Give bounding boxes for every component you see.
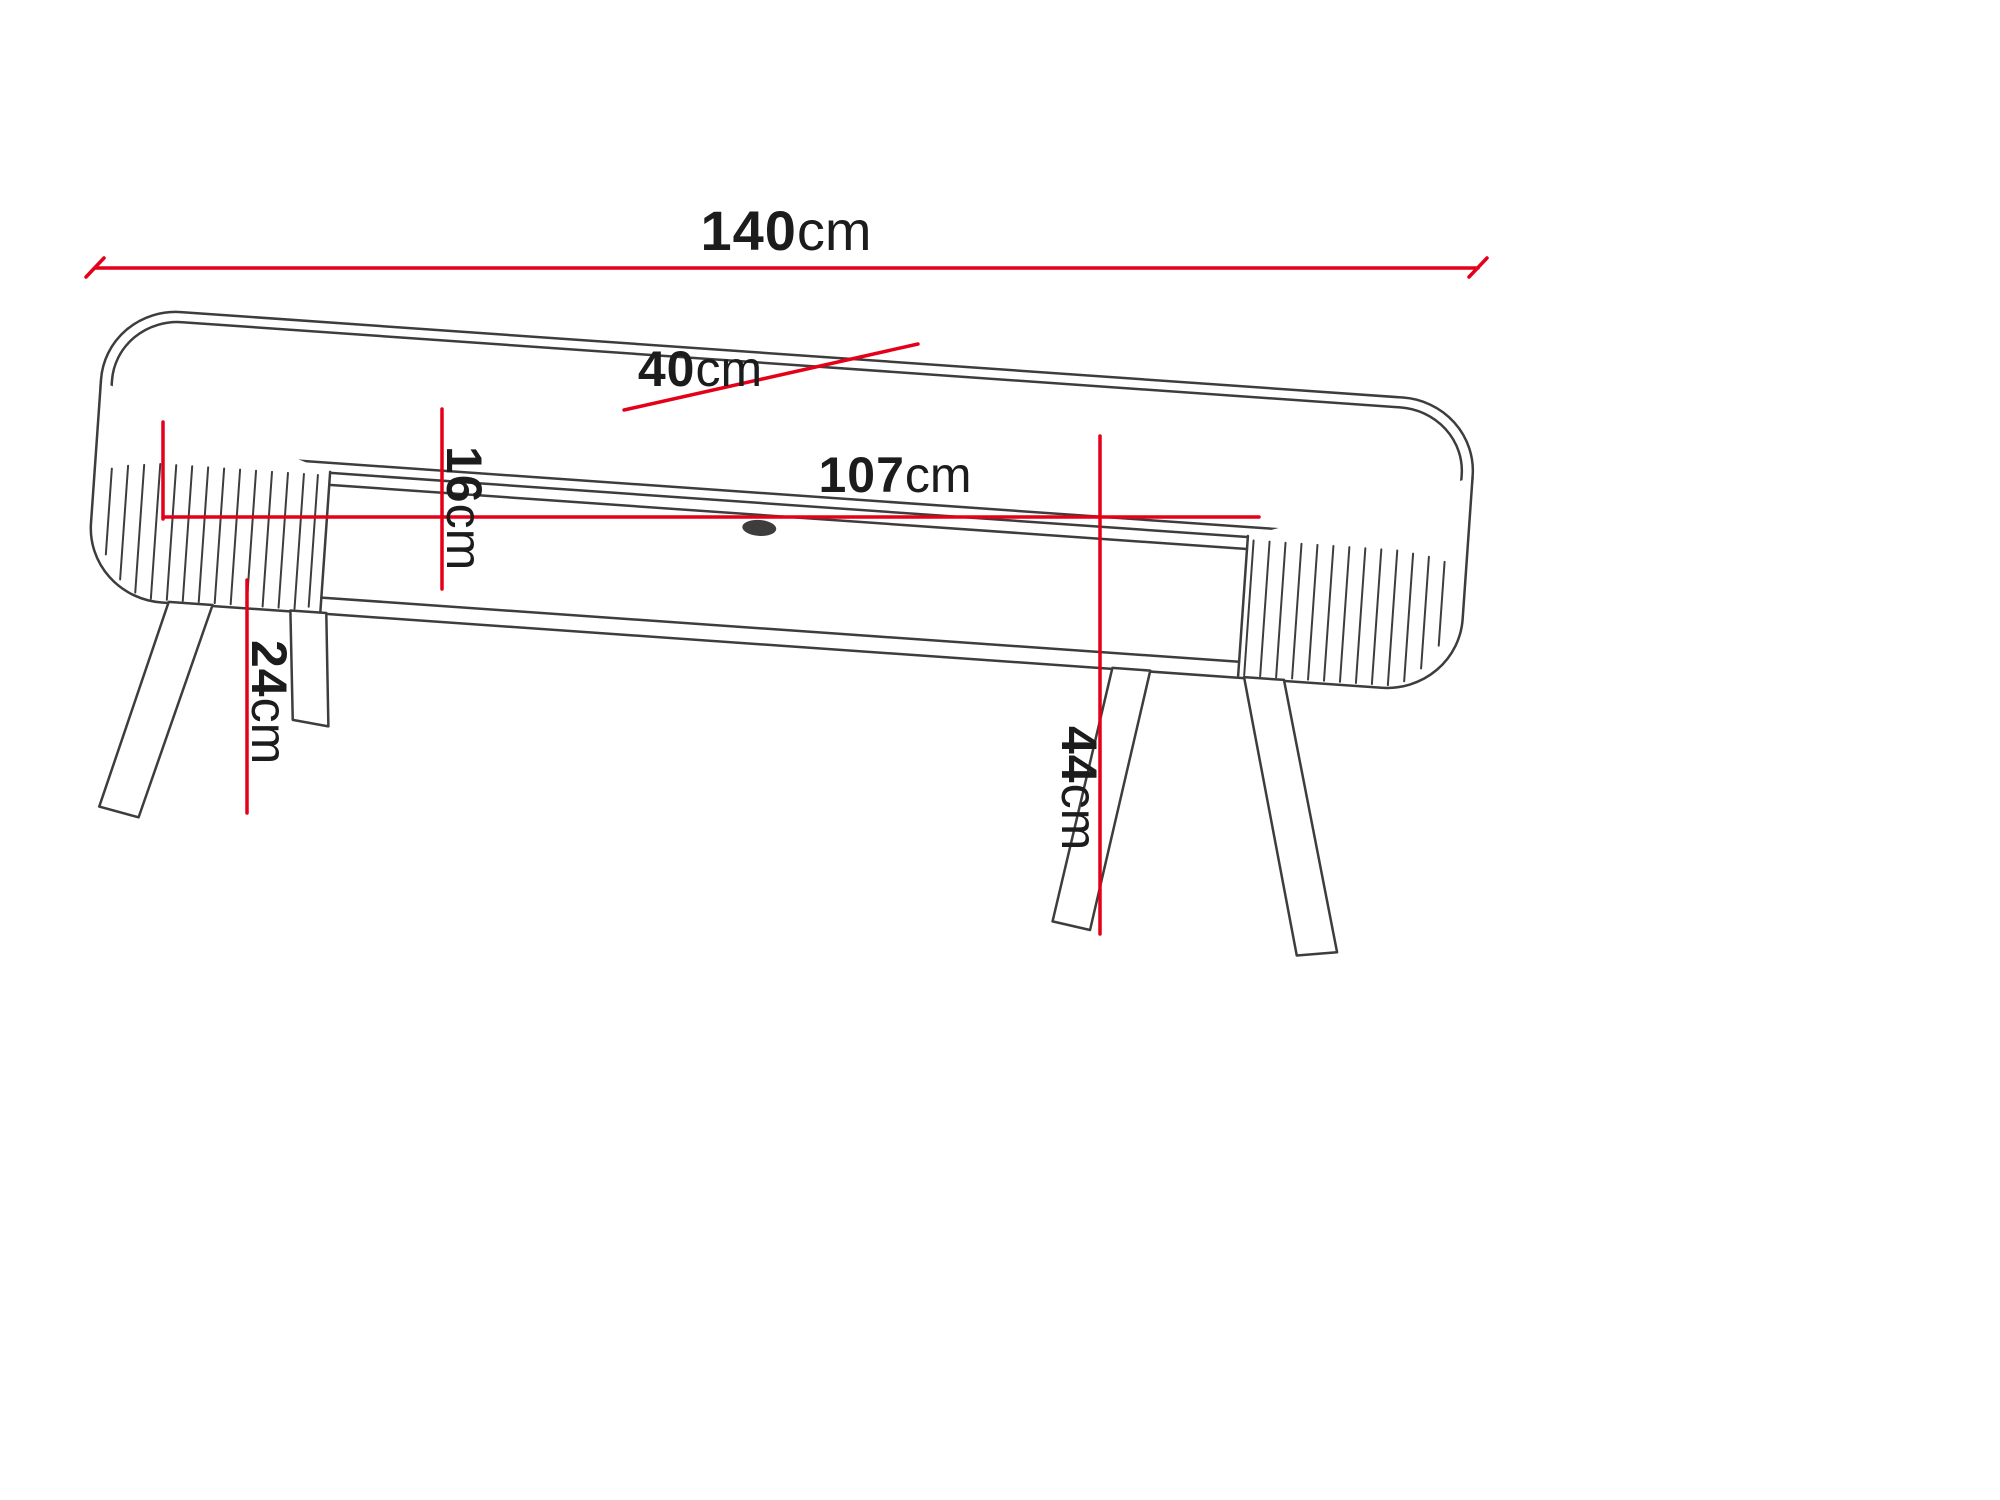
right-drum	[1236, 476, 1474, 690]
slat-line	[119, 464, 130, 581]
slat-line	[1420, 555, 1430, 670]
dimension-lines	[84, 256, 1489, 936]
dimension-label-shelf-opening-height: 16cm	[436, 446, 492, 570]
dimension-label-leg-height: 24cm	[241, 640, 297, 764]
slat-line	[1307, 543, 1319, 681]
dimension-overall-width	[84, 256, 1489, 279]
dimension-tick	[84, 256, 106, 279]
slat-line	[104, 467, 113, 556]
dimension-unit: cm	[695, 341, 762, 397]
top-panel-rim	[110, 320, 1464, 539]
left-drum-slats	[104, 463, 319, 610]
dimension-label-depth: 40cm	[638, 341, 762, 397]
dimension-unit: cm	[241, 698, 297, 765]
slat-line	[1386, 549, 1399, 687]
dimension-line	[622, 342, 920, 412]
dimension-unit: cm	[797, 199, 872, 262]
slat-line	[293, 473, 305, 610]
dimension-shelf-width	[161, 420, 1261, 521]
dimension-unit: cm	[1051, 784, 1107, 851]
slat-line	[1403, 552, 1415, 683]
slat-line	[1322, 545, 1335, 682]
dimension-value: 107	[818, 447, 904, 503]
cable-hole	[742, 519, 777, 537]
dimension-value: 24	[241, 640, 297, 698]
slat-line	[1275, 541, 1287, 679]
dimension-value: 16	[436, 446, 492, 504]
slat-line	[307, 474, 319, 608]
slat-line	[134, 463, 146, 594]
dimension-value: 140	[700, 199, 796, 262]
dimension-tick	[1467, 256, 1489, 279]
slat-line	[165, 464, 178, 601]
shelf-floor-line	[320, 596, 1241, 663]
slat-line	[1259, 540, 1271, 678]
slat-line	[1243, 539, 1255, 677]
right-drum-slats	[1243, 539, 1446, 687]
tv-stand-drawing	[89, 310, 1475, 957]
dimension-label-shelf-width: 107cm	[818, 447, 971, 503]
dimension-depth	[622, 342, 920, 412]
front-right-leg	[1242, 675, 1339, 957]
body-bottom-line	[318, 612, 1240, 679]
slat-line	[1291, 542, 1303, 680]
slat-line	[197, 466, 210, 604]
dimension-label-overall-width: 140cm	[700, 199, 871, 262]
dimension-labels: 140cm 40cm 107cm 16cm 24cm 44cm	[241, 199, 1107, 850]
slat-line	[1370, 548, 1383, 686]
slat-line	[149, 463, 162, 600]
slat-line	[1437, 560, 1446, 647]
dimension-label-base-height: 44cm	[1051, 726, 1107, 850]
slat-line	[213, 467, 226, 605]
left-drum	[89, 380, 332, 615]
dimension-value: 40	[638, 341, 696, 397]
dimension-unit: cm	[905, 447, 972, 503]
slat-line	[181, 465, 194, 602]
dimension-value: 44	[1051, 726, 1107, 784]
slat-line	[1338, 546, 1351, 683]
dimension-unit: cm	[436, 504, 492, 571]
slat-line	[277, 471, 289, 609]
slat-line	[229, 468, 242, 606]
back-left-leg	[289, 609, 330, 728]
front-left-leg	[97, 600, 214, 819]
slat-line	[1354, 547, 1367, 684]
slat-line	[261, 470, 274, 608]
